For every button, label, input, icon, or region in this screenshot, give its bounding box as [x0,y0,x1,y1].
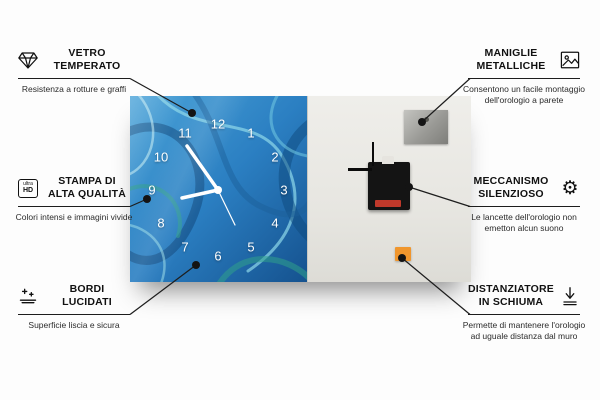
callout-stampa-alta-qualita: ultra HD STAMPA DI ALTA QUALITÀ Colori i… [16,174,133,223]
hanger-hook [382,156,394,164]
metal-mounting-plate [404,110,448,144]
callout-title: STAMPA DI ALTA QUALITÀ [47,175,127,200]
callout-title: VETRO TEMPERATO [53,47,121,72]
ultra-hd-badge-icon: ultra HD [18,178,38,198]
clock-face-number: 1 [247,126,254,141]
badge-text-ultra: ultra [23,181,33,187]
clock-face-number: 7 [181,240,188,255]
callout-description: Permette di mantenere l'orologio ad ugua… [462,320,586,342]
callout-description: Consentono un facile montaggio dell'orol… [463,84,585,106]
callout-description: Le lancette dell'orologio non emetton al… [471,212,577,234]
mechanism-minute-hand [372,142,374,166]
clock-face-number: 8 [157,216,164,231]
foam-spacer [395,247,411,261]
callout-description: Superficie liscia e sicura [28,320,120,330]
clock-face-number: 6 [214,249,221,264]
callout-description: Resistenza a rotture e graffi [21,84,127,94]
clock-face-number: 12 [211,117,225,132]
callout-maniglie-metalliche: MANIGLIE METALLICHE Consentono un facile… [463,46,585,106]
badge-text-hd: HD [22,187,34,194]
callout-title: DISTANZIATORE IN SCHIUMA [468,283,555,308]
callout-meccanismo-silenzioso: MECCANISMO SILENZIOSO ⚙ Le lancette dell… [468,174,580,234]
picture-frame-icon [560,50,580,70]
callout-distanziatore-schiuma: DISTANZIATORE IN SCHIUMA Permette di man… [463,282,586,342]
clock-face-number: 10 [154,150,168,165]
clock-front-view: 1 2 3 4 5 6 7 8 9 10 11 12 [130,96,307,282]
callout-bordi-lucidati: BORDI LUCIDATI Superficie liscia e sicur… [18,282,130,331]
clock-product-image: 1 2 3 4 5 6 7 8 9 10 11 12 [130,96,471,282]
callout-description: Colori intensi e immagini vivide [15,212,133,222]
clock-back-view [307,96,471,282]
gear-icon: ⚙ [561,177,579,199]
callout-vetro-temperato: VETRO TEMPERATO Resistenza a rotture e g… [18,46,130,95]
clock-face-number: 5 [247,240,254,255]
battery [375,200,401,207]
diamond-icon [18,50,38,70]
clock-mechanism [348,142,410,210]
clock-face-number: 3 [280,183,287,198]
polished-edge-icon [18,286,38,306]
clock-hands [180,144,236,226]
spacer-arrow-icon [560,286,580,306]
callout-title: MANIGLIE METALLICHE [476,47,546,72]
clock-face-number: 9 [148,183,155,198]
mechanism-hour-hand [348,168,372,171]
glass-reflection [130,96,307,282]
callout-title: BORDI LUCIDATI [62,283,112,308]
clock-face-number: 2 [271,150,278,165]
callout-title: MECCANISMO SILENZIOSO [473,175,549,200]
clock-face-number: 11 [178,126,192,141]
abstract-blue-pattern [130,96,307,282]
clock-face-number: 4 [271,216,278,231]
